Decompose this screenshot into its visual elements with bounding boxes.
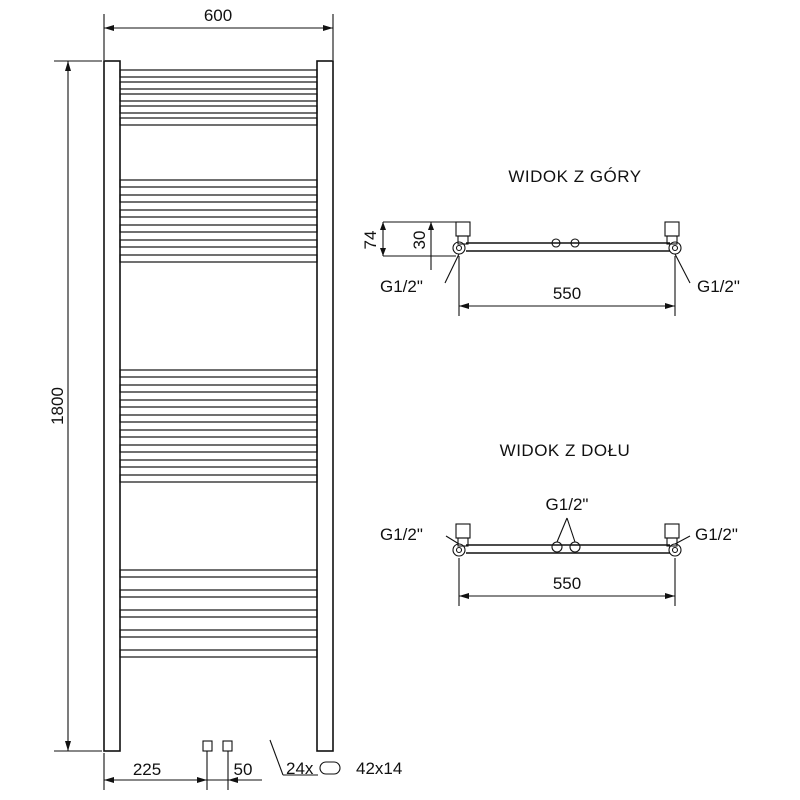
offset-30-label: 30 bbox=[410, 231, 429, 250]
towel-bars bbox=[119, 69, 318, 658]
towel-bar-22 bbox=[119, 609, 318, 618]
towel-bar-16 bbox=[119, 429, 318, 438]
towel-bar-3 bbox=[119, 93, 318, 102]
towel-bar-19 bbox=[119, 474, 318, 483]
towel-bar-4 bbox=[119, 105, 318, 114]
bottom-right-valve bbox=[664, 523, 680, 539]
left-valve bbox=[455, 221, 471, 237]
right-rail bbox=[316, 60, 334, 752]
bar-size-label: 42x14 bbox=[356, 759, 402, 778]
towel-bar-24 bbox=[119, 649, 318, 658]
right-valve bbox=[664, 221, 680, 237]
towel-bar-9 bbox=[119, 224, 318, 233]
offset-label: 225 bbox=[133, 760, 161, 779]
bottom-left-connection: G1/2" bbox=[380, 525, 423, 544]
towel-bar-7 bbox=[119, 194, 318, 203]
height-dimension: 1800 bbox=[48, 60, 102, 752]
towel-bar-18 bbox=[119, 459, 318, 468]
towel-bar-15 bbox=[119, 414, 318, 423]
bottom-view-title: WIDOK Z DOŁU bbox=[500, 441, 631, 460]
towel-bar-2 bbox=[119, 81, 318, 90]
towel-bar-10 bbox=[119, 239, 318, 248]
left-rail bbox=[103, 60, 121, 752]
towel-bar-17 bbox=[119, 444, 318, 453]
towel-bar-8 bbox=[119, 209, 318, 218]
bottom-view: WIDOK Z DOŁU G1/2" G1/2" G1/2" 550 bbox=[380, 441, 738, 606]
top-left-connection: G1/2" bbox=[380, 277, 423, 296]
depth-label: 74 bbox=[361, 231, 380, 250]
top-spacing-label: 550 bbox=[553, 284, 581, 303]
height-label: 1800 bbox=[48, 387, 67, 425]
bar-count-callout: 24x 42x14 bbox=[269, 739, 402, 778]
towel-bar-14 bbox=[119, 399, 318, 408]
towel-bar-5 bbox=[119, 117, 318, 126]
towel-bar-11 bbox=[119, 254, 318, 263]
bar-count-label: 24x bbox=[286, 759, 314, 778]
top-view: WIDOK Z GÓRY 74 30 G1/2" G1/2" bbox=[361, 167, 740, 316]
width-dimension: 600 bbox=[103, 6, 334, 60]
towel-bar-12 bbox=[119, 369, 318, 378]
offset-dimension: 225 bbox=[103, 753, 207, 790]
bottom-pipes bbox=[202, 740, 233, 790]
top-view-title: WIDOK Z GÓRY bbox=[508, 167, 641, 186]
bottom-right-connection: G1/2" bbox=[695, 525, 738, 544]
towel-bar-1 bbox=[119, 69, 318, 78]
towel-bar-6 bbox=[119, 179, 318, 188]
pipe-spacing-dimension: 50 bbox=[207, 760, 262, 783]
bottom-center-connection: G1/2" bbox=[546, 495, 589, 514]
towel-bar-13 bbox=[119, 384, 318, 393]
bottom-left-valve bbox=[455, 523, 471, 539]
towel-bar-20 bbox=[119, 569, 318, 578]
bottom-spacing-label: 550 bbox=[553, 574, 581, 593]
towel-bar-23 bbox=[119, 629, 318, 638]
top-right-connection: G1/2" bbox=[697, 277, 740, 296]
front-view: 600 1800 225 bbox=[48, 6, 402, 790]
towel-bar-21 bbox=[119, 589, 318, 598]
pipe-spacing-label: 50 bbox=[234, 760, 253, 779]
bar-profile-icon bbox=[319, 761, 341, 775]
width-label: 600 bbox=[204, 6, 232, 25]
